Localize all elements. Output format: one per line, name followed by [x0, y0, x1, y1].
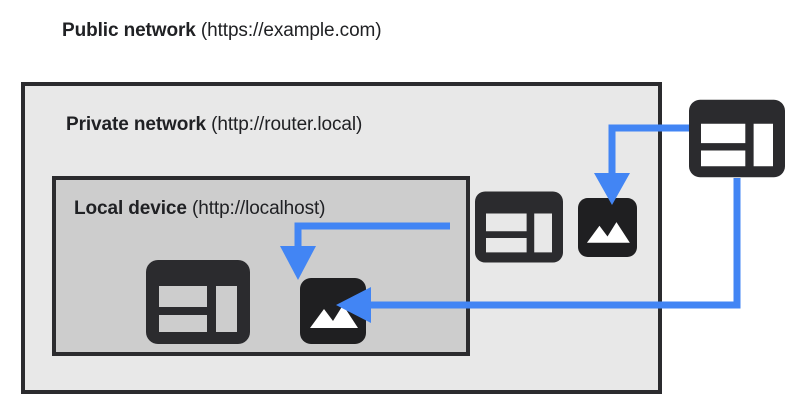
public-network-label: Public network (https://example.com) [62, 20, 382, 42]
private-network-label-name: Private network [66, 114, 206, 135]
local-device-zone: Local device (http://localhost) [52, 176, 470, 356]
browser-window-icon [689, 99, 785, 178]
image-icon [578, 198, 637, 257]
public-network-label-name: Public network [62, 20, 196, 41]
private-network-label: Private network (http://router.local) [66, 114, 362, 136]
public-network-label-url: (https://example.com) [195, 20, 382, 41]
local-device-label-name: Local device [74, 198, 187, 219]
image-icon [300, 278, 366, 344]
private-network-zone: Private network (http://router.local) Lo… [21, 82, 662, 394]
browser-window-icon [475, 191, 563, 263]
browser-window-icon [146, 260, 250, 344]
local-device-label: Local device (http://localhost) [74, 198, 326, 220]
private-network-label-url: (http://router.local) [206, 114, 363, 135]
local-device-label-url: (http://localhost) [186, 198, 326, 219]
